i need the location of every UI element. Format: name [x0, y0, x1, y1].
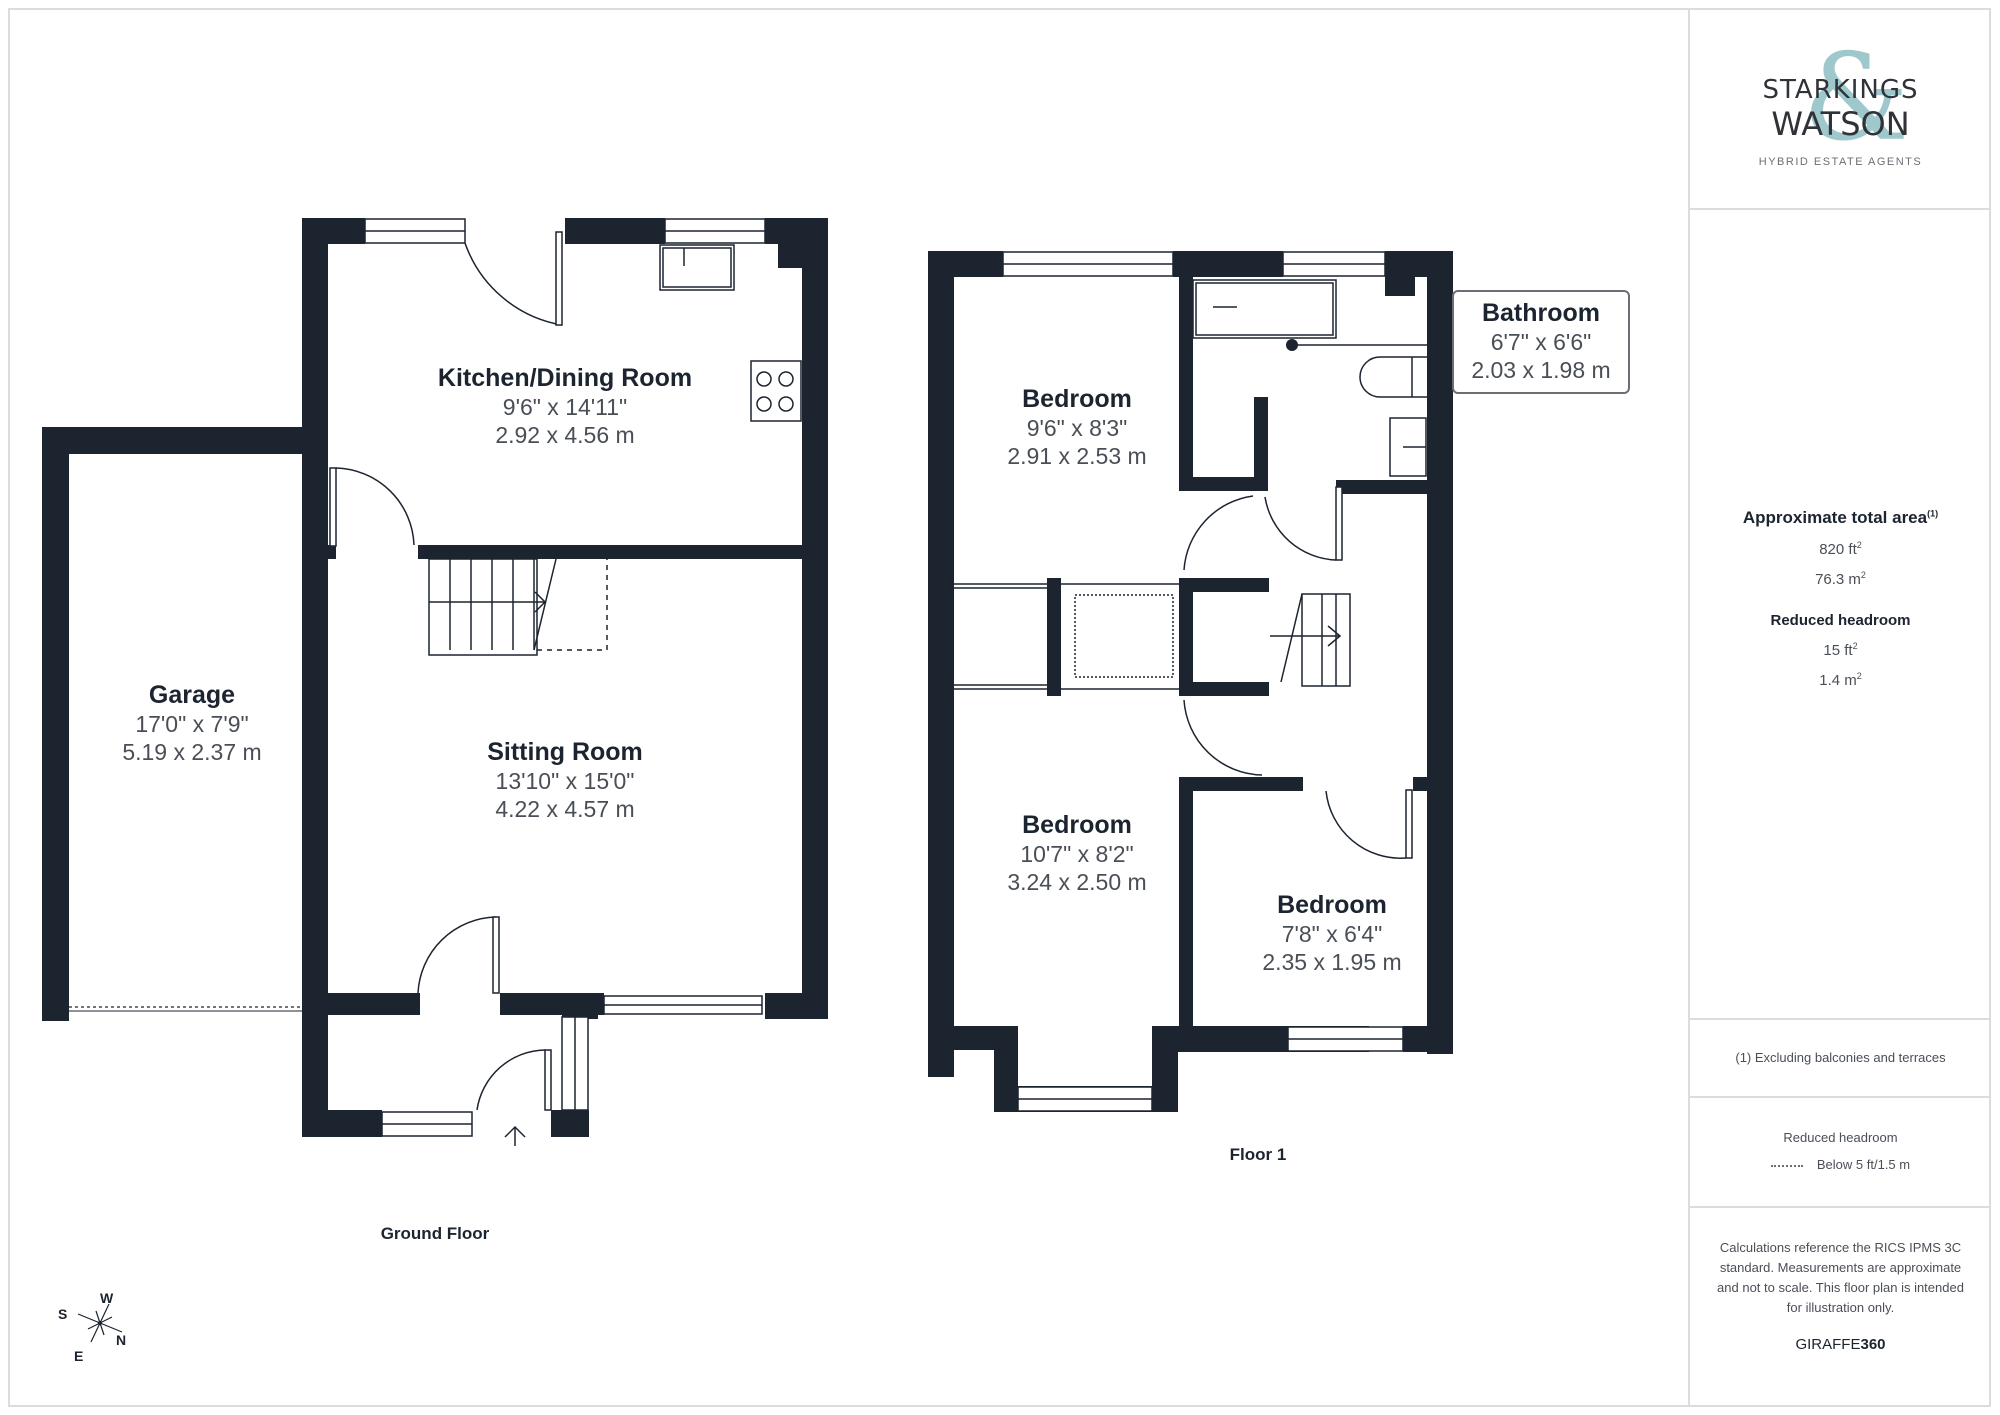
- room-dimensions-imperial: 9'6" x 8'3": [1026, 415, 1128, 441]
- legend-title: Reduced headroom: [1783, 1130, 1898, 1145]
- room-name: Bedroom: [1022, 811, 1132, 839]
- reduced-headroom-m-value: 1.4 m: [1819, 672, 1857, 689]
- total-area-title-text: Approximate total area: [1742, 508, 1928, 527]
- brand-line-1: STARKINGS: [1762, 75, 1919, 105]
- reduced-headroom-ft-value: 15 ft: [1823, 642, 1853, 659]
- ampersand-mark: &: [1802, 29, 1910, 168]
- dotted-line-icon: [1770, 1164, 1803, 1167]
- disclaimer-text: Calculations reference the RICS IPMS 3C …: [1717, 1240, 1964, 1315]
- footnote-marker: (1): [1927, 508, 1939, 519]
- brand-logo: & STARKINGS WATSON: [1741, 39, 1941, 173]
- footnote-text: (1) Excluding balconies and terraces: [1735, 1050, 1946, 1065]
- floor-plan-drawing: [42, 218, 1453, 1146]
- info-sidebar: & STARKINGS WATSON HYBRID ESTATE AGENTS …: [1688, 8, 1991, 1407]
- room-dimensions-imperial: 7'8" x 6'4": [1281, 921, 1383, 947]
- credit-part-2: 360: [1860, 1336, 1886, 1353]
- floor-label-ground: Ground Floor: [380, 1224, 490, 1243]
- floor-label-first: Floor 1: [1229, 1145, 1287, 1164]
- page-frame: [8, 8, 1991, 1407]
- total-area-ft: 820 ft2: [1690, 540, 1991, 558]
- room-bedroom-3: Bedroom 7'8" x 6'4" 2.35 x 1.95 m: [1262, 890, 1401, 976]
- room-name: Bedroom: [1022, 385, 1132, 413]
- compass-w: W: [100, 1290, 114, 1306]
- total-area-m-value: 76.3 m: [1815, 571, 1861, 588]
- room-dimensions-imperial: 10'7" x 8'2": [1020, 841, 1134, 867]
- room-dimensions-metric: 2.91 x 2.53 m: [1007, 443, 1147, 469]
- room-dimensions-metric: 2.35 x 1.95 m: [1262, 949, 1402, 975]
- superscript: 2: [1860, 570, 1866, 580]
- compass-rose-icon: [77, 1303, 123, 1343]
- reduced-headroom-title: Reduced headroom: [1770, 612, 1911, 629]
- compass-n: N: [116, 1332, 127, 1348]
- room-dimensions-metric: 2.03 x 1.98 m: [1471, 357, 1611, 383]
- compass-s: S: [58, 1306, 68, 1322]
- total-area-m: 76.3 m2: [1690, 570, 1991, 588]
- room-name: Kitchen/Dining Room: [437, 364, 693, 392]
- giraffe360-credit: GIRAFFE360: [1690, 1336, 1991, 1353]
- room-dimensions-metric: 3.24 x 2.50 m: [1007, 869, 1147, 895]
- room-kitchen-dining: Kitchen/Dining Room 9'6" x 14'11" 2.92 x…: [438, 363, 692, 449]
- room-dimensions-imperial: 9'6" x 14'11": [502, 394, 628, 420]
- total-area-title: Approximate total area(1): [1690, 508, 1991, 528]
- room-name: Bathroom: [1481, 299, 1601, 327]
- room-name: Garage: [148, 681, 236, 709]
- room-bedroom-1: Bedroom 9'6" x 8'3" 2.91 x 2.53 m: [1007, 384, 1146, 470]
- superscript: 2: [1852, 641, 1858, 651]
- room-dimensions-imperial: 13'10" x 15'0": [495, 768, 635, 794]
- footnote-section: (1) Excluding balconies and terraces: [1690, 1020, 1991, 1098]
- total-area-ft-value: 820 ft: [1819, 541, 1857, 558]
- room-dimensions-imperial: 6'7" x 6'6": [1490, 329, 1592, 355]
- reduced-headroom-ft: 15 ft2: [1690, 641, 1991, 659]
- legend-item-label: Below 5 ft/1.5 m: [1816, 1157, 1911, 1172]
- room-dimensions-metric: 5.19 x 2.37 m: [122, 739, 262, 765]
- logo-section: & STARKINGS WATSON HYBRID ESTATE AGENTS: [1690, 8, 1991, 210]
- legend-item: Below 5 ft/1.5 m: [1690, 1157, 1991, 1172]
- reduced-headroom-m: 1.4 m2: [1690, 671, 1991, 689]
- disclaimer-section: Calculations reference the RICS IPMS 3C …: [1690, 1208, 1991, 1407]
- legend-section: Reduced headroom Below 5 ft/1.5 m: [1690, 1098, 1991, 1208]
- superscript: 2: [1856, 671, 1862, 681]
- brand-line-2: WATSON: [1771, 105, 1910, 143]
- area-section: Approximate total area(1) 820 ft2 76.3 m…: [1690, 210, 1991, 1020]
- room-sitting-room: Sitting Room 13'10" x 15'0" 4.22 x 4.57 …: [487, 737, 643, 823]
- brand-tagline: HYBRID ESTATE AGENTS: [1758, 156, 1923, 168]
- room-bedroom-2: Bedroom 10'7" x 8'2" 3.24 x 2.50 m: [1007, 810, 1146, 896]
- compass: S W N E: [52, 1284, 142, 1374]
- room-name: Sitting Room: [487, 738, 643, 766]
- compass-e: E: [74, 1348, 84, 1364]
- room-bathroom: Bathroom 6'7" x 6'6" 2.03 x 1.98 m: [1452, 290, 1630, 394]
- credit-part-1: GIRAFFE: [1795, 1336, 1861, 1353]
- room-dimensions-imperial: 17'0" x 7'9": [135, 711, 249, 737]
- room-dimensions-metric: 4.22 x 4.57 m: [495, 796, 635, 822]
- room-dimensions-metric: 2.92 x 4.56 m: [495, 422, 635, 448]
- room-name: Bedroom: [1277, 891, 1387, 919]
- room-garage: Garage 17'0" x 7'9" 5.19 x 2.37 m: [122, 680, 261, 766]
- superscript: 2: [1856, 540, 1862, 550]
